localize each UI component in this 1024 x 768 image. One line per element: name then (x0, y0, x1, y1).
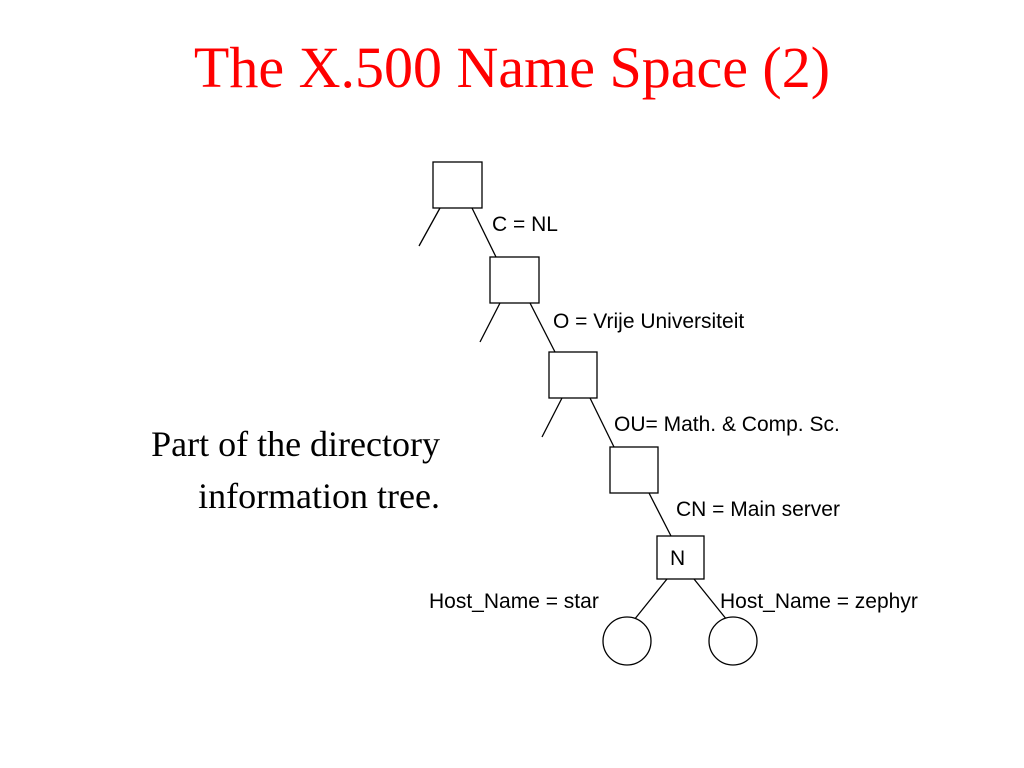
slide-title: The X.500 Name Space (2) (193, 35, 831, 100)
tree-leaf-zephyr (708, 616, 758, 666)
tree-edge-label-c: C = NL (492, 213, 558, 236)
tree-edge-root-left (418, 207, 441, 247)
tree-edge-o-left (541, 397, 563, 438)
tree-edge-n-to-star (633, 578, 668, 621)
tree-edge-root-to-c (471, 207, 497, 258)
tree-node-n (656, 535, 705, 580)
tree-edge-label-o: O = Vrije Universiteit (553, 310, 744, 333)
tree-edge-n-to-zephyr (693, 578, 728, 621)
tree-leaf-star (602, 616, 652, 666)
tree-edge-o-to-ou (589, 397, 615, 448)
tree-edge-c-to-o (529, 302, 556, 353)
tree-edge-ou-to-cn (648, 492, 672, 537)
caption-line-2: information tree. (198, 476, 440, 516)
tree-edge-label-star: Host_Name = star (429, 590, 599, 613)
tree-node-n-label: N (670, 547, 685, 570)
tree-edge-label-zephyr: Host_Name = zephyr (720, 590, 918, 613)
slide-caption: Part of the directory information tree. (40, 418, 440, 522)
tree-edge-c-left (479, 302, 501, 343)
tree-node-ou (609, 446, 659, 494)
tree-node-o (548, 351, 598, 399)
tree-node-root (432, 161, 483, 209)
caption-line-1: Part of the directory (151, 424, 440, 464)
tree-edge-label-ou: OU= Math. & Comp. Sc. (614, 413, 840, 436)
tree-node-c (489, 256, 540, 304)
tree-edge-label-cn: CN = Main server (676, 498, 840, 521)
